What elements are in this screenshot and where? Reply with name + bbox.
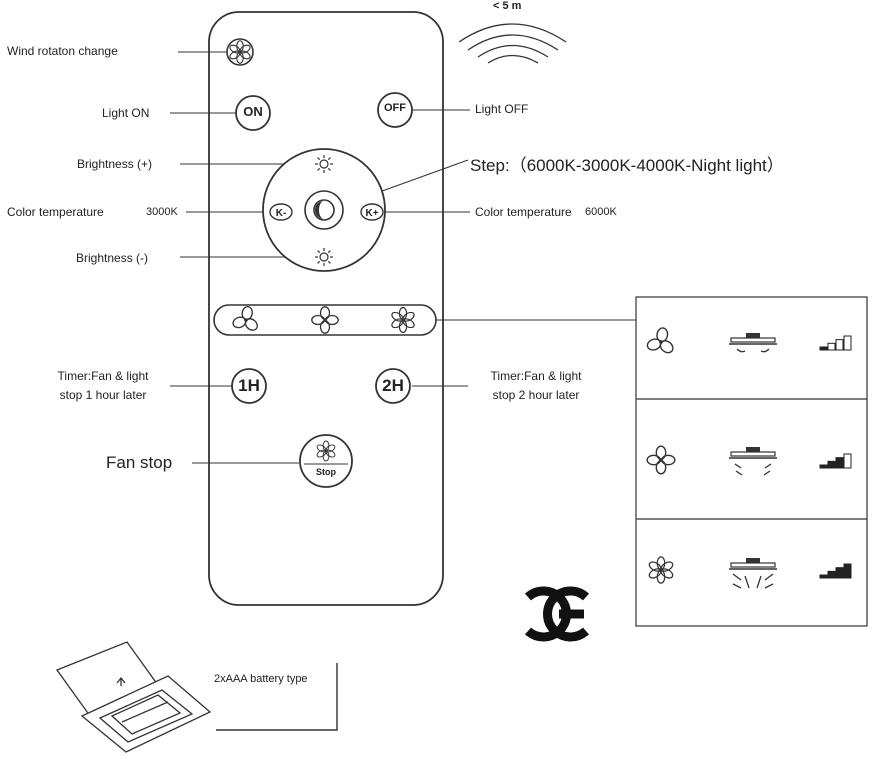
battery-icon [55,641,212,753]
signal-bar [835,567,844,579]
ce-mark [524,586,590,642]
signal-bar [827,342,836,351]
step-label: Step:（6000K-3000K-4000K-Night light） [470,156,784,175]
battery-leader [216,663,338,731]
brightness-plus-label: Brightness (+) [77,157,153,171]
moon-icon [315,201,324,219]
brightness-minus-label: Brightness (-) [76,251,149,265]
off-button-label: OFF [384,102,406,114]
fan-icon [647,556,675,584]
color-temp-left-label: Color temperature [7,205,104,219]
signal-bar [843,335,852,351]
signal-bar [835,339,844,351]
wireless-waves-icon [458,23,567,64]
svg-text:K-: K- [276,208,287,219]
timer-2h-label: Timer:Fan & light stop 2 hour later [466,367,606,405]
signal-bar [827,570,836,579]
light-off-button[interactable] [377,92,413,128]
signal-bar [827,460,836,469]
signal-bar [819,346,828,351]
wind-rotation-button[interactable] [226,38,254,66]
color-temp-right-value: 6000K [585,206,617,218]
light-on-label: Light ON [102,106,150,120]
color-temp-right-label: Color temperature [475,205,572,219]
signal-bar [819,574,828,579]
wind-rotation-label: Wind rotaton change [7,44,118,58]
signal-bars-icon [819,335,852,579]
range-label: < 5 m [493,0,522,12]
timer-1h-label: Timer:Fan & light stop 1 hour later [32,367,174,405]
battery-label: 2xAAA battery type [214,673,308,685]
timer-2h-label-line1: Timer:Fan & light [490,369,582,383]
color-temp-left-value: 3000K [146,206,178,218]
color-temp-plus-button[interactable]: K+ [360,203,384,221]
ceiling-fan-icon [728,446,778,476]
fan-speed-table [635,296,868,627]
signal-bar [843,563,852,579]
ceiling-fan-icon [728,557,778,589]
svg-text:K+: K+ [365,208,378,219]
timer-1h-button-label: 1H [238,376,260,395]
signal-bar [843,453,852,469]
signal-bar [835,457,844,469]
fan-icon [646,445,676,475]
timer-2h-button-label: 2H [382,376,404,395]
timer-2h-button[interactable] [375,368,411,404]
stop-button-label: Stop [316,467,336,477]
light-on-button[interactable] [235,95,271,131]
timer-1h-button[interactable] [231,368,267,404]
light-off-label: Light OFF [475,102,529,116]
timer-1h-label-line1: Timer:Fan & light [57,369,149,383]
timer-1h-label-line2: stop 1 hour later [59,388,147,402]
color-temp-minus-button[interactable]: K- [269,203,293,221]
ceiling-fan-icon [728,332,778,353]
fan-icon [645,326,676,356]
signal-bar [819,464,828,469]
fan-stop-label: Fan stop [106,453,173,472]
step-button[interactable] [304,190,344,230]
timer-2h-label-line2: stop 2 hour later [492,388,580,402]
fan-stop-button[interactable] [299,434,353,488]
on-button-label: ON [243,104,263,119]
